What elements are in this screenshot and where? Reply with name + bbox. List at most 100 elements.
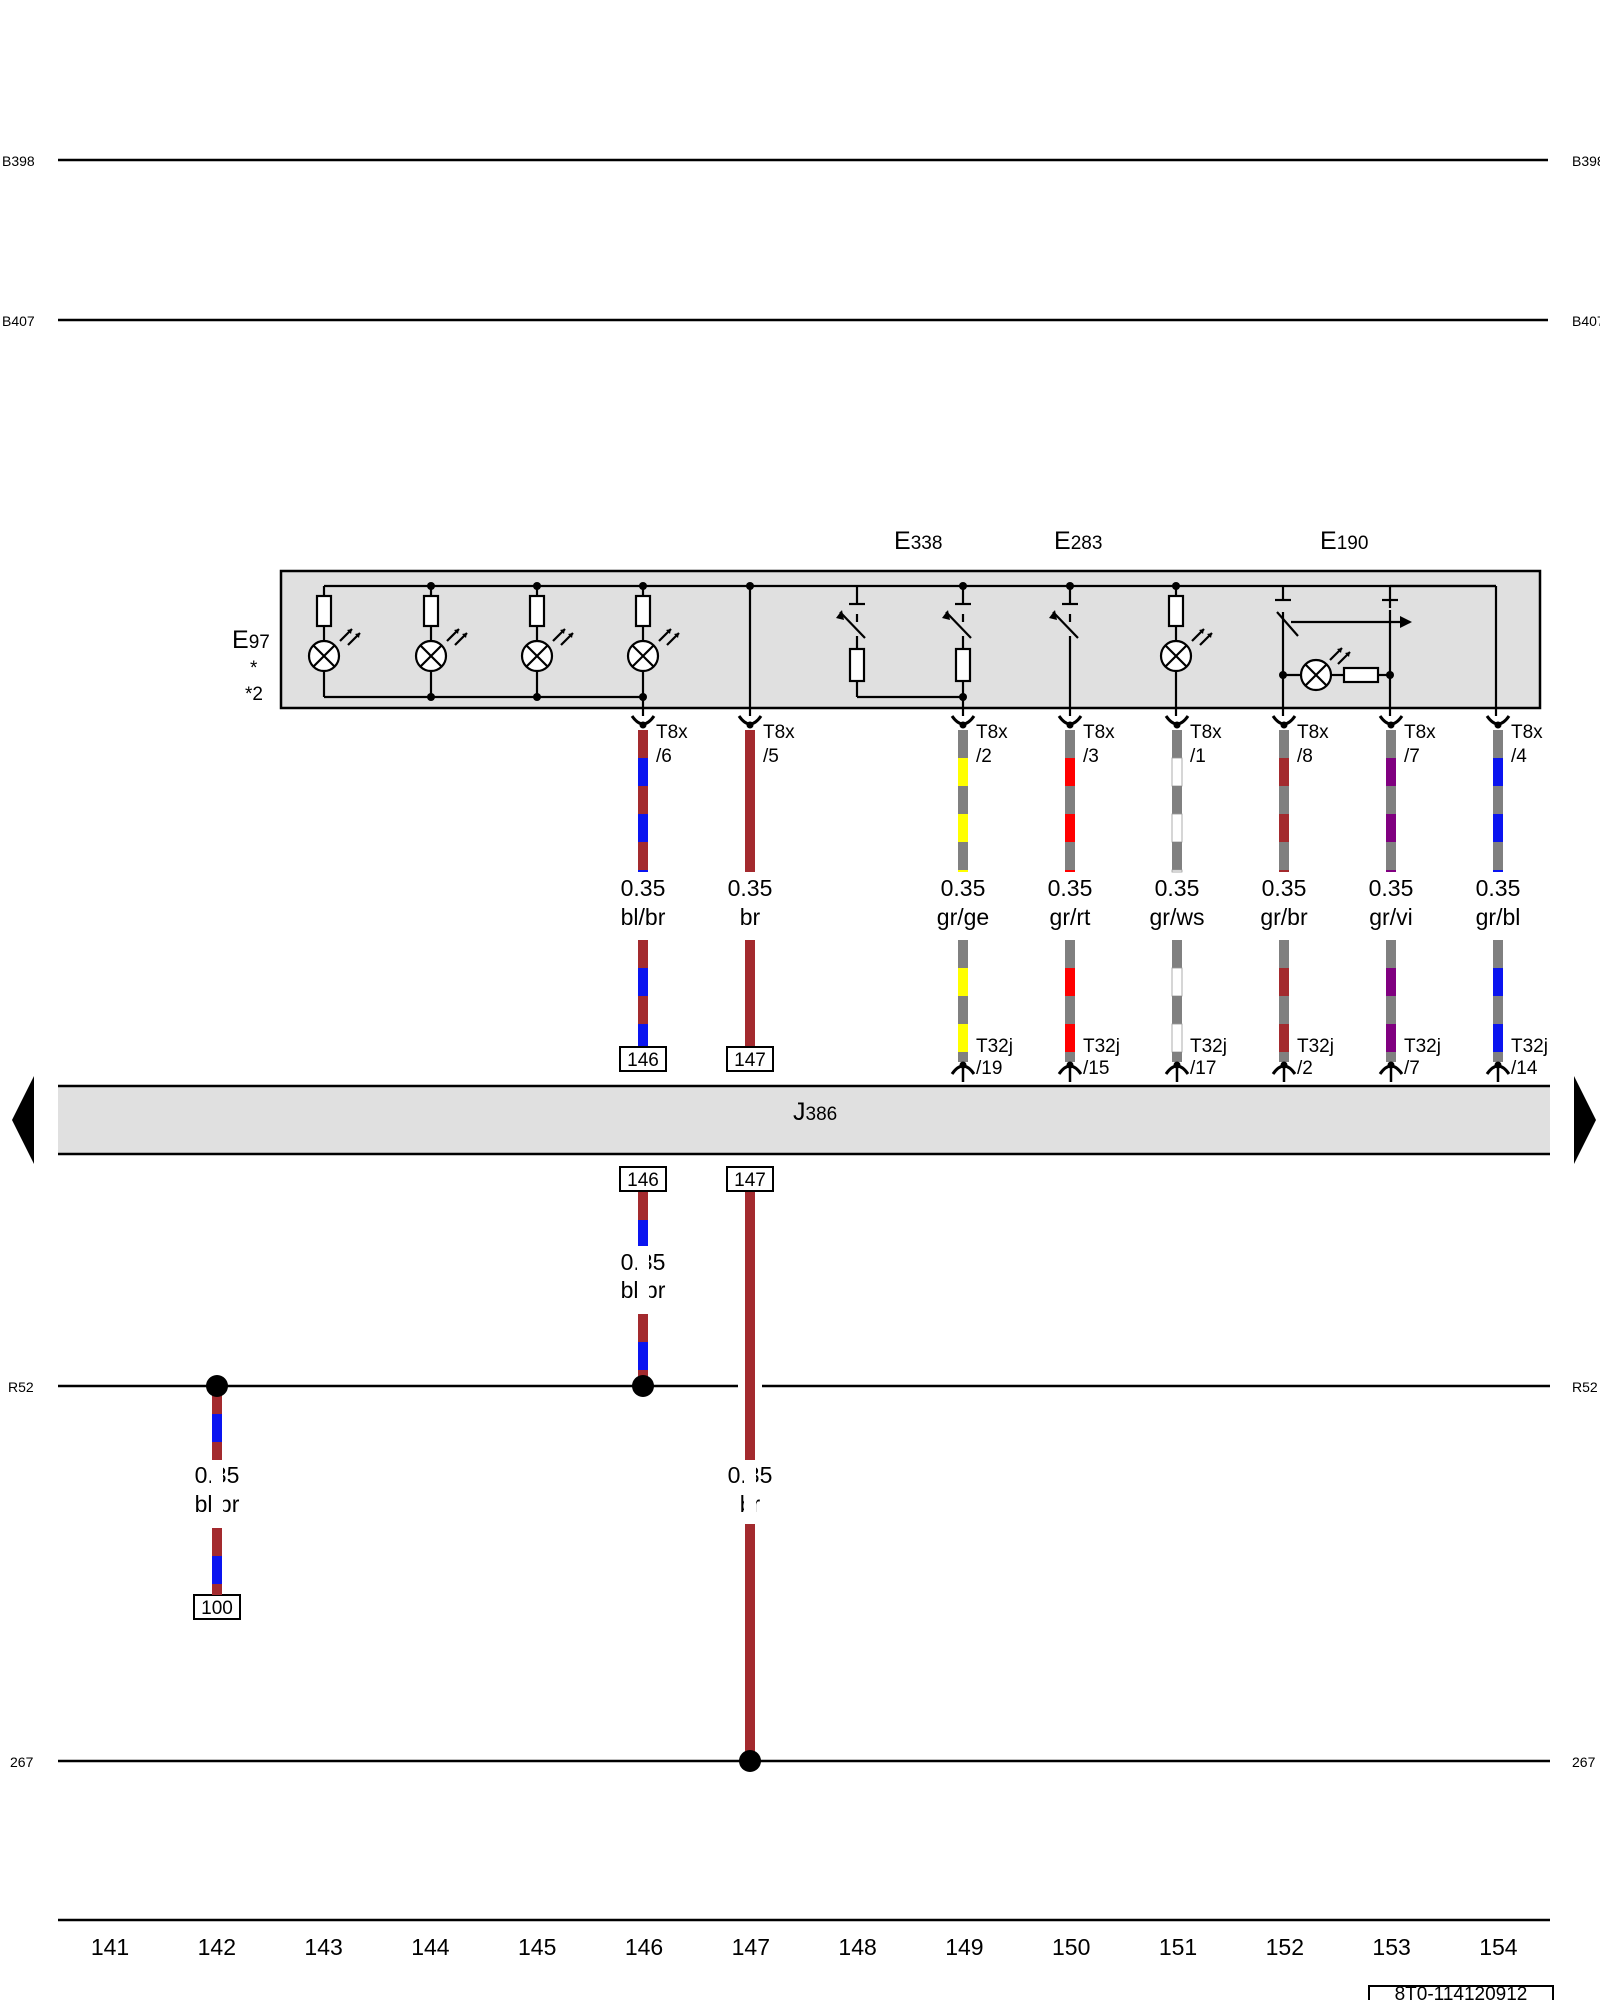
e338-label-sub: 338 (911, 533, 943, 554)
column-number: 151 (1159, 1934, 1197, 1960)
e97-panel (279, 569, 1542, 716)
column-number: 145 (518, 1934, 556, 1960)
e97-panel-box (279, 569, 1542, 710)
wire-150-color: gr/rt (1050, 904, 1092, 930)
connector-top-w147 (737, 715, 763, 729)
rail-b407-right-label: B407 (1572, 313, 1600, 329)
connector-top-w154 (1485, 715, 1511, 729)
pin-t8x-2-num: /2 (976, 746, 992, 767)
wire-152-color: gr/br (1260, 904, 1308, 930)
e338-switch (836, 582, 972, 716)
rail-b398: B398 B398 (2, 153, 1600, 169)
wire-149-color: gr/ge (937, 904, 989, 930)
e283-label-sub: 283 (1071, 533, 1103, 554)
connector-top-w152 (1271, 715, 1297, 729)
svg-text:E283: E283 (1054, 527, 1102, 555)
wire-146-size: 0.35 (621, 875, 666, 901)
e97-note-1: * (250, 658, 258, 679)
top-pin-labels: T8x /6 T8x /5 T8x /2 T8x /3 T8x /1 T8x /… (656, 722, 1543, 767)
column-number: 154 (1479, 1934, 1518, 1960)
diagram-id-box: 8T0-114120912 (1368, 1984, 1554, 2000)
rail-267: 267 267 (10, 1754, 1596, 1770)
lamp-group-1 (307, 586, 361, 697)
upper-ref-147-text: 147 (734, 1050, 766, 1071)
pin-t8x-4-num: /4 (1511, 746, 1527, 767)
rail-b398-left-label: B398 (2, 153, 35, 169)
w149-lower-segment (958, 940, 968, 1062)
column-number: 143 (304, 1934, 342, 1960)
column-number: 146 (625, 1934, 663, 1960)
pin-t32j-15-num: /15 (1083, 1058, 1109, 1079)
pin-t8x-7-name: T8x (1404, 722, 1436, 743)
pin-t8x-5-num: /5 (763, 746, 779, 767)
pin-t32j-7-num: /7 (1404, 1058, 1420, 1079)
w154-lower-segment (1493, 940, 1503, 1062)
ref-100-text: 100 (201, 1598, 233, 1619)
rail-r52-right-label: R52 (1572, 1379, 1598, 1395)
connectors-layer (630, 715, 1511, 1082)
pin-t32j-2-num: /2 (1297, 1058, 1313, 1079)
connector-bottom-w151 (1164, 1061, 1190, 1082)
pin-t8x-6-num: /6 (656, 746, 672, 767)
pin-t32j-17-num: /17 (1190, 1058, 1216, 1079)
w153-lower-segment (1386, 940, 1396, 1062)
lamp-group-3 (520, 582, 574, 701)
pin-t8x-6-name: T8x (656, 722, 688, 743)
junction-dot-147 (739, 1750, 761, 1772)
upper-ref-146: 146 (619, 1046, 667, 1072)
connector-top-w153 (1378, 715, 1404, 729)
connector-top-w150 (1057, 715, 1083, 729)
wire-147-label: 0.35 br (728, 875, 773, 930)
wire-153-size: 0.35 (1369, 875, 1414, 901)
w151-lower-segment (1171, 940, 1183, 1062)
continue-right-arrow-icon[interactable] (1574, 1076, 1596, 1164)
column-number: 141 (91, 1934, 129, 1960)
wire-147-color: br (740, 904, 761, 930)
continue-left-arrow-icon[interactable] (12, 1076, 34, 1164)
pin-t8x-3-name: T8x (1083, 722, 1115, 743)
e97-label-sub: 97 (249, 632, 270, 653)
pin-t32j-7-name: T32j (1404, 1036, 1441, 1057)
e190-label-sub: 190 (1337, 533, 1369, 554)
column-number: 150 (1052, 1934, 1090, 1960)
pin-t32j-17-name: T32j (1190, 1036, 1227, 1057)
connector-bottom-w150 (1057, 1061, 1083, 1082)
pin-t8x-7-num: /7 (1404, 746, 1420, 767)
lamp-group-5 (1159, 582, 1213, 716)
connector-bottom-w154 (1485, 1061, 1511, 1082)
pin-t8x-8-name: T8x (1297, 722, 1329, 743)
pin-t8x-2-name: T8x (976, 722, 1008, 743)
svg-text:J386: J386 (793, 1098, 837, 1126)
j386-bar: J386 (12, 1076, 1596, 1164)
rail-r52-left-label: R52 (8, 1379, 34, 1395)
pin-t8x-1-name: T8x (1190, 722, 1222, 743)
diagram-id-text: 8T0-114120912 (1395, 1984, 1528, 2000)
wire-151-color: gr/ws (1150, 904, 1205, 930)
connector-top-w146 (630, 715, 656, 729)
svg-text:E190: E190 (1320, 527, 1368, 555)
w153-upper-segment (1386, 730, 1396, 872)
pin-t32j-14-num: /14 (1511, 1058, 1538, 1079)
svg-text:E97: E97 (232, 626, 270, 654)
e283-switch (1049, 582, 1079, 716)
upper-ref-147: 147 (726, 1046, 774, 1072)
j386-label-main: J (793, 1098, 806, 1126)
e190-label-main: E (1320, 527, 1337, 555)
lamp-group-4 (626, 582, 680, 716)
lower-wire-142-top (212, 1386, 222, 1460)
pin-t8x-1-num: /1 (1190, 746, 1206, 767)
e338-label: E338 (894, 527, 942, 555)
rail-b407-left-label: B407 (2, 313, 35, 329)
lower-ref-146: 146 (619, 1166, 667, 1192)
column-number: 144 (411, 1934, 450, 1960)
e190-switch (1275, 584, 1498, 716)
column-number: 147 (732, 1934, 770, 1960)
bottom-pin-labels: T32j /19 T32j /15 T32j /17 T32j /2 T32j … (976, 1036, 1548, 1079)
wire-153-color: gr/vi (1369, 904, 1412, 930)
lower-wires-layer (211, 1192, 756, 1761)
column-number: 152 (1266, 1934, 1304, 1960)
lower-wire-142-bottom (212, 1528, 222, 1595)
e338-label-main: E (894, 527, 911, 555)
lower-ref-147: 147 (726, 1166, 774, 1192)
wire-154-label: 0.35 gr/bl (1476, 875, 1521, 930)
